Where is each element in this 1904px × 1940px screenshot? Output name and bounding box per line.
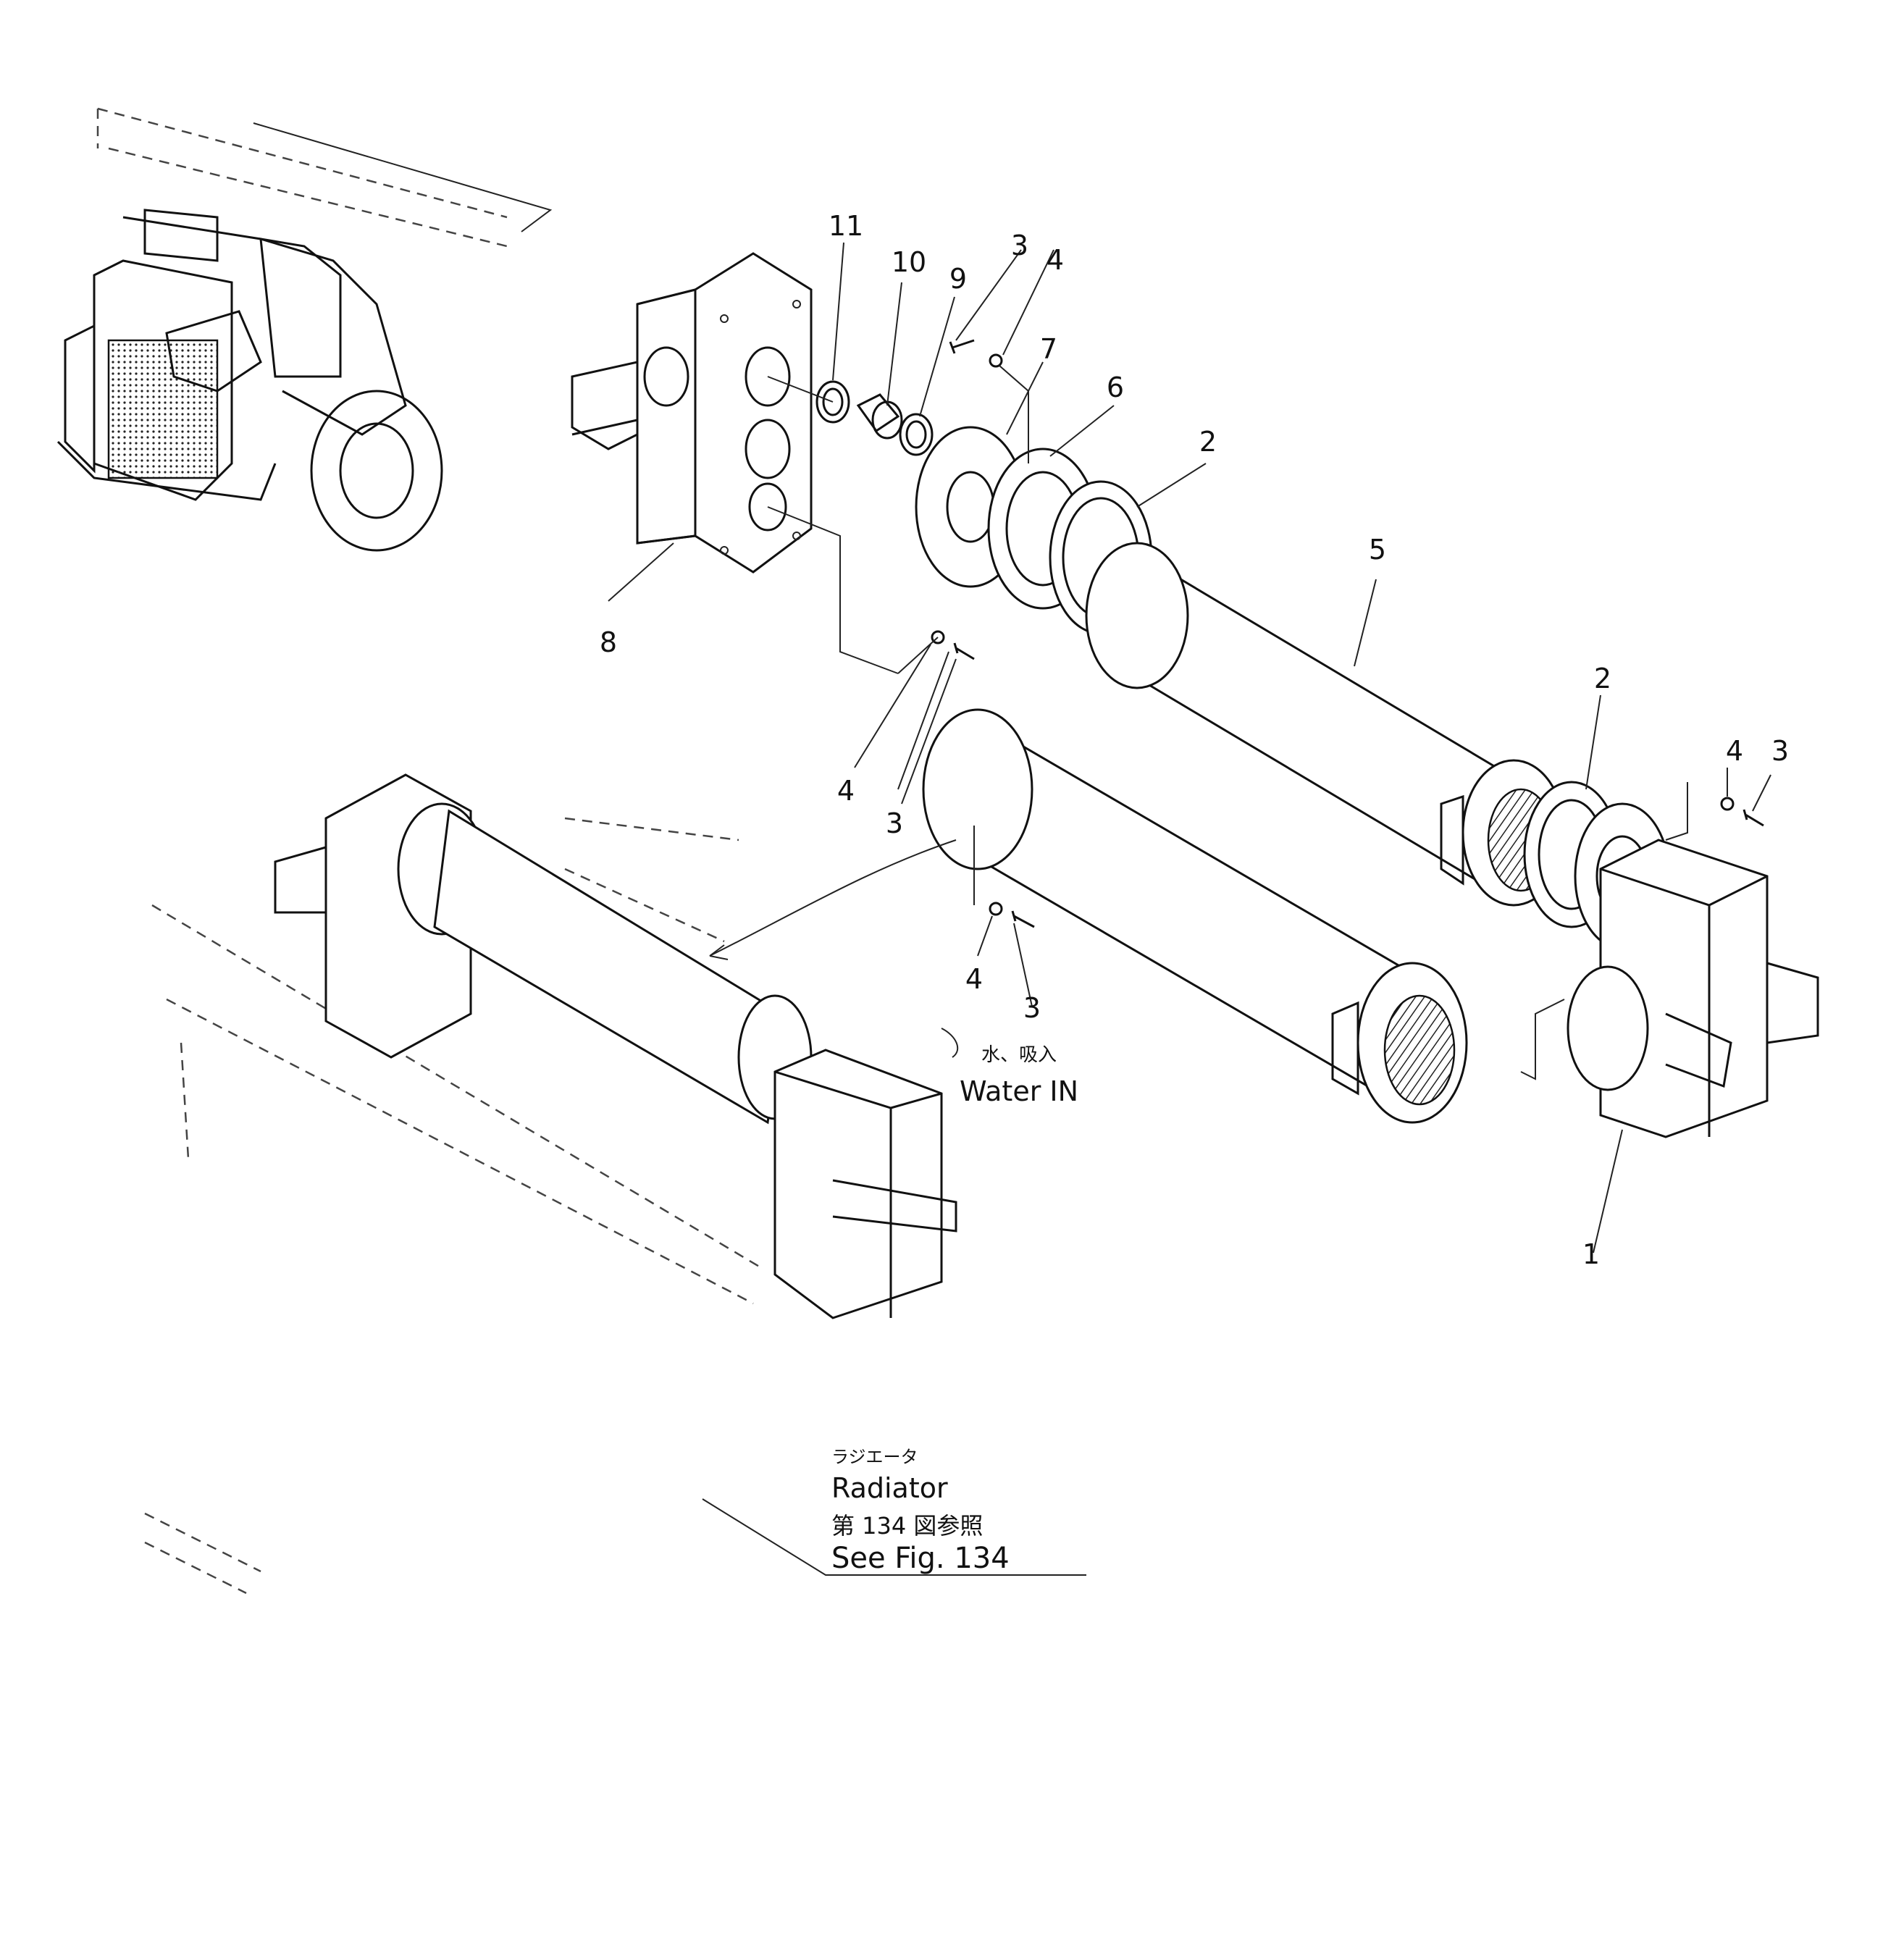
part-label-2-upper: 2 [1199, 426, 1217, 458]
part-label-5: 5 [1369, 534, 1386, 566]
washer-4-right [1720, 797, 1735, 811]
bolt-3-mid [953, 642, 975, 660]
washer-4-low [989, 902, 1003, 916]
part-label-3-top: 3 [1011, 230, 1028, 261]
tank-block-8 [571, 252, 813, 574]
part-label-10: 10 [892, 246, 926, 278]
part-label-8: 8 [600, 626, 617, 658]
water-in-note: 水、吸入 Water IN [960, 1044, 1078, 1107]
bolt-3-low [1011, 910, 1035, 928]
radiator-jp-ref: 第 134 図参照 [831, 1512, 983, 1540]
part-label-4-mid: 4 [837, 775, 855, 807]
radiator-en-title: Radiator [831, 1472, 948, 1504]
bushing-10 [856, 393, 903, 440]
part-label-4-right: 4 [1726, 735, 1743, 767]
seal-ring-9 [899, 413, 934, 456]
part-label-7: 7 [1040, 333, 1057, 365]
leader-lines [608, 242, 1771, 1254]
radiator-reference-note: ラジエータ Radiator 第 134 図参照 See Fig. 134 [831, 1447, 1010, 1575]
assembled-cooler-view [151, 773, 959, 1319]
part-labels: 11 10 9 3 4 7 6 2 5 8 4 3 2 4 3 4 3 1 [600, 210, 1789, 1270]
part-label-3-right: 3 [1771, 735, 1789, 767]
part-label-9: 9 [949, 263, 967, 295]
water-in-jp: 水、吸入 [981, 1044, 1057, 1066]
part-label-6: 6 [1107, 371, 1124, 403]
part-label-11: 11 [829, 210, 863, 242]
bolt-3-top [949, 339, 975, 354]
radiator-reference-leader [144, 1498, 1086, 1595]
radiator-jp-title: ラジエータ [831, 1447, 918, 1467]
radiator-en-ref: See Fig. 134 [831, 1542, 1010, 1575]
part-label-1: 1 [1582, 1238, 1600, 1270]
seal-ring-11 [815, 380, 850, 424]
water-in-en: Water IN [960, 1075, 1078, 1107]
part-label-4-top: 4 [1047, 244, 1064, 276]
part-label-3-mid: 3 [886, 807, 903, 839]
core-tube-lower [922, 708, 1468, 1124]
bolt-3-right [1742, 809, 1764, 827]
washer-4-mid [931, 630, 945, 644]
tank-block-1 [1520, 782, 1819, 1138]
washer-4-top [989, 353, 1003, 368]
part-label-2-lower: 2 [1594, 663, 1611, 694]
part-label-4-low: 4 [965, 963, 983, 995]
truck-thumbnail-illustration [56, 107, 553, 552]
part-label-3-low: 3 [1023, 992, 1041, 1024]
